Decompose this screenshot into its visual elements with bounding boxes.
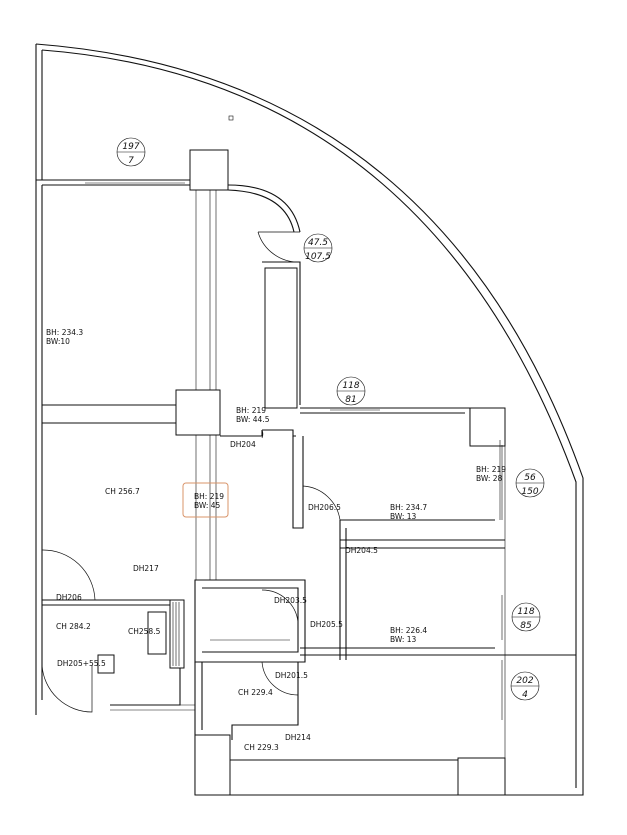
bubble-3-top: 118	[342, 381, 359, 391]
label-ch-258-5: CH258.5	[128, 627, 161, 636]
bubble-1-top: 197	[122, 142, 139, 152]
label-dh205-55-5: DH205+55.5	[57, 659, 106, 668]
bubble-1: 197 7	[116, 137, 146, 167]
bubble-2: 47.5 107.5	[303, 233, 333, 263]
label-dh217: DH217	[133, 564, 159, 573]
label-dh205-5: DH205.5	[310, 620, 343, 629]
label-bh-226-4: BH: 226.4	[390, 626, 427, 635]
marker-square	[228, 115, 234, 121]
bubble-5-top: 118	[517, 607, 534, 617]
bubble-6-top: 202	[516, 676, 533, 686]
bubble-3-bottom: 81	[345, 395, 356, 405]
bubble-4-bottom: 150	[521, 487, 538, 497]
bubble-6-bottom: 4	[522, 690, 528, 700]
doors	[41, 231, 341, 713]
bubble-3: 118 81	[336, 376, 366, 406]
annotations: BH: 234.3 BW:10 CH 256.7 BH: 219 BW: 44.…	[46, 328, 506, 752]
label-bw-13-b: BW: 13	[390, 635, 417, 644]
bubble-1-bottom: 7	[128, 156, 134, 166]
label-dh214: DH214	[285, 733, 311, 742]
label-dh203-5: DH203.5	[274, 596, 307, 605]
highlight-box	[182, 482, 229, 518]
label-bh-219-c: BH: 219	[476, 465, 506, 474]
label-dh206-5: DH206.5	[308, 503, 341, 512]
label-dh204-5: DH204.5	[345, 546, 378, 555]
label-dh201-5: DH201.5	[275, 671, 308, 680]
label-dh204: DH204	[230, 440, 256, 449]
bubble-5: 118 85	[511, 602, 541, 632]
label-bh-234-3: BH: 234.3	[46, 328, 83, 337]
label-bw-45: BW: 45	[194, 501, 221, 510]
bubble-2-bottom: 107.5	[305, 252, 331, 262]
label-ch-284-2: CH 284.2	[56, 622, 91, 631]
label-bw-10: BW:10	[46, 337, 70, 346]
label-dh206: DH206	[56, 593, 82, 602]
label-ch-229-4: CH 229.4	[238, 688, 273, 697]
interior-walls	[36, 149, 576, 796]
bubble-5-bottom: 85	[520, 621, 532, 631]
label-bh-219-b: BH: 219	[194, 492, 224, 501]
label-ch-229-3: CH 229.3	[244, 743, 279, 752]
label-bh-219-a: BH: 219	[236, 406, 266, 415]
bubble-4: 56 150	[515, 468, 545, 498]
label-bh-234-7: BH: 234.7	[390, 503, 427, 512]
bubble-2-top: 47.5	[308, 238, 328, 248]
label-bw-44-5: BW: 44.5	[236, 415, 270, 424]
label-bw-28: BW: 28	[476, 474, 503, 483]
bubble-4-top: 56	[524, 473, 536, 483]
label-ch-256-7: CH 256.7	[105, 487, 140, 496]
bubble-6: 202 4	[510, 671, 540, 701]
label-bw-13-a: BW: 13	[390, 512, 417, 521]
